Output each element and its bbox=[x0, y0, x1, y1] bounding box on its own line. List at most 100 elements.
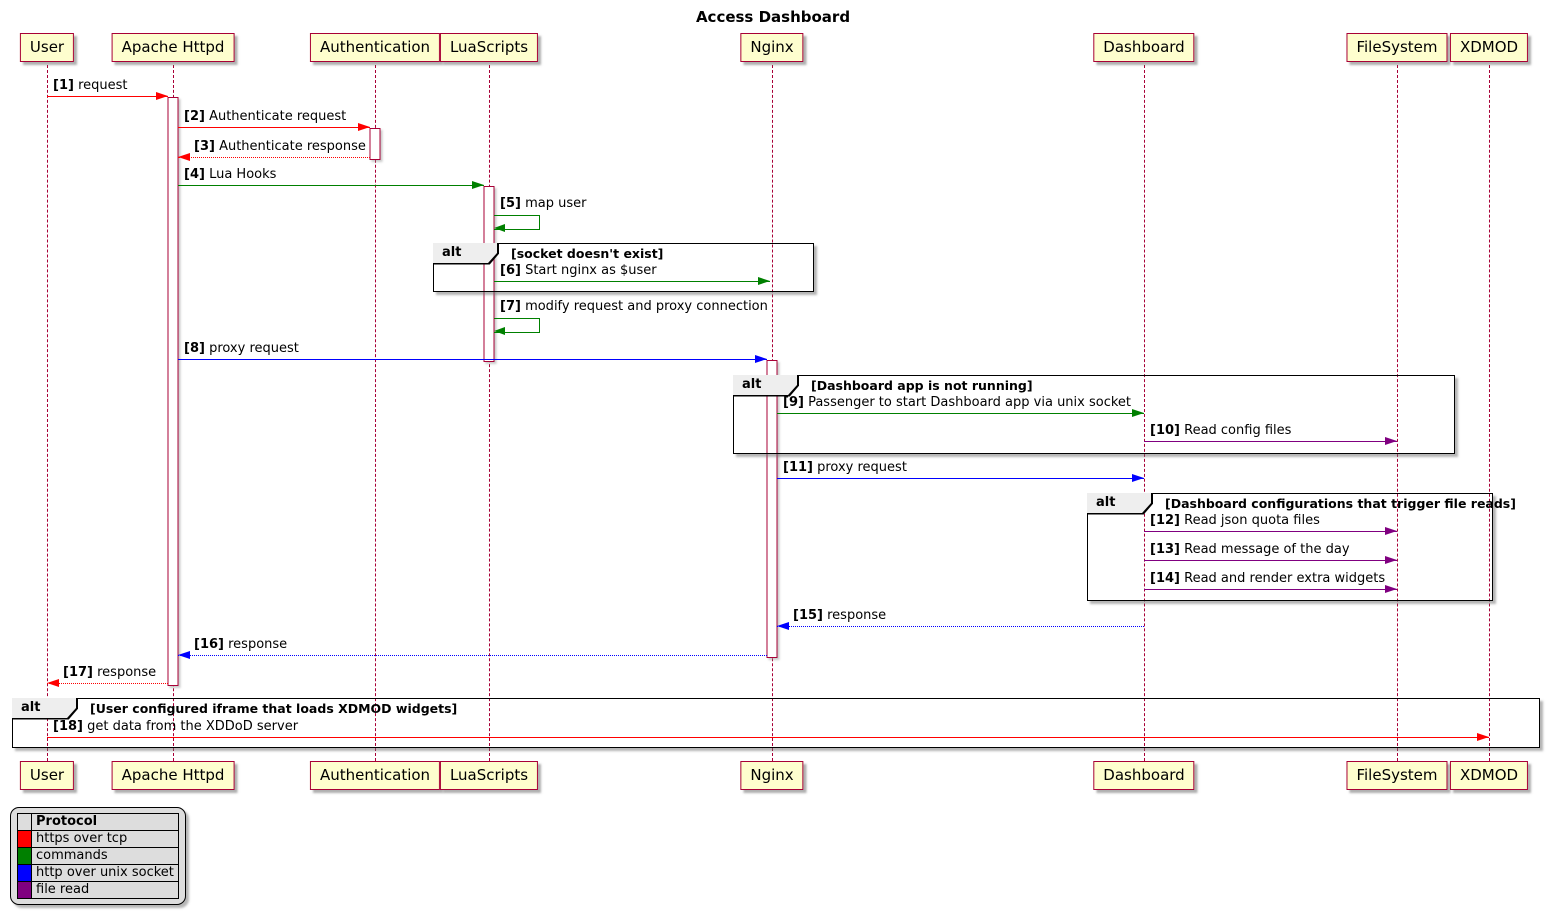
participant-xdmod-bottom: XDMOD bbox=[1449, 761, 1529, 790]
message-6-arrowhead bbox=[758, 277, 770, 285]
message-8-number: [8] bbox=[184, 341, 205, 356]
legend-item-label: http over unix socket bbox=[31, 864, 179, 882]
legend-color-swatch bbox=[17, 830, 32, 848]
participant-user-bottom: User bbox=[19, 761, 75, 790]
message-9-label: [9] Passenger to start Dashboard app via… bbox=[783, 395, 1132, 410]
activation-apache-httpd bbox=[167, 97, 179, 686]
participant-luascripts-top: LuaScripts bbox=[439, 33, 539, 62]
legend-header-row: Protocol bbox=[17, 813, 179, 831]
message-2-label: [2] Authenticate request bbox=[184, 109, 347, 124]
message-17-label: [17] response bbox=[63, 665, 157, 680]
lifeline-user bbox=[47, 65, 48, 761]
message-9-line bbox=[777, 413, 1144, 414]
activation-luascripts bbox=[483, 186, 495, 362]
message-12-arrowhead bbox=[1385, 527, 1397, 535]
message-3-arrowhead bbox=[178, 153, 190, 161]
activation-authentication bbox=[369, 128, 381, 160]
lifeline-authentication bbox=[375, 65, 376, 761]
message-9-arrowhead bbox=[1132, 409, 1144, 417]
message-7-label: [7] modify request and proxy connection bbox=[500, 299, 768, 314]
message-15-arrowhead bbox=[777, 622, 789, 630]
message-13-label: [13] Read message of the day bbox=[1150, 542, 1350, 557]
message-18-label: [18] get data from the XDDoD server bbox=[53, 719, 299, 734]
message-15-number: [15] bbox=[793, 608, 823, 623]
participant-xdmod-top: XDMOD bbox=[1449, 33, 1529, 62]
alt-frame-4-condition: [User configured iframe that loads XDMOD… bbox=[90, 701, 458, 716]
lifeline-luascripts bbox=[489, 65, 490, 761]
message-15-line bbox=[777, 626, 1144, 627]
alt-frame-2-condition: [Dashboard app is not running] bbox=[811, 378, 1033, 393]
message-1-number: [1] bbox=[53, 78, 74, 93]
participant-nginx-bottom: Nginx bbox=[740, 761, 804, 790]
legend-item-label: commands bbox=[31, 847, 179, 865]
message-10-number: [10] bbox=[1150, 423, 1180, 438]
message-16-label: [16] response bbox=[194, 637, 288, 652]
message-17-line bbox=[47, 683, 168, 684]
message-10-arrowhead bbox=[1385, 437, 1397, 445]
message-4-number: [4] bbox=[184, 167, 205, 182]
message-4-line bbox=[178, 185, 484, 186]
participant-nginx-top: Nginx bbox=[740, 33, 804, 62]
message-13-number: [13] bbox=[1150, 542, 1180, 557]
participant-dashboard-top: Dashboard bbox=[1093, 33, 1195, 62]
message-14-number: [14] bbox=[1150, 571, 1180, 586]
message-5-arrowhead bbox=[494, 224, 505, 232]
message-18-number: [18] bbox=[53, 719, 83, 734]
alt-frame-4 bbox=[12, 698, 1540, 748]
message-5-label: [5] map user bbox=[500, 196, 587, 211]
message-6-number: [6] bbox=[500, 263, 521, 278]
alt-frame-2 bbox=[733, 375, 1455, 454]
message-16-number: [16] bbox=[194, 637, 224, 652]
legend-header-swatch bbox=[17, 813, 32, 831]
message-15-label: [15] response bbox=[793, 608, 887, 623]
lifeline-filesystem bbox=[1397, 65, 1398, 761]
activation-nginx bbox=[766, 360, 778, 658]
message-14-label: [14] Read and render extra widgets bbox=[1150, 571, 1386, 586]
alt-frame-1 bbox=[433, 243, 814, 292]
message-2-arrowhead bbox=[358, 123, 370, 131]
legend-color-swatch bbox=[17, 847, 32, 865]
message-2-line bbox=[178, 127, 370, 128]
message-8-line bbox=[178, 359, 767, 360]
message-18-arrowhead bbox=[1477, 733, 1489, 741]
message-3-line bbox=[178, 157, 370, 158]
message-12-label: [12] Read json quota files bbox=[1150, 513, 1320, 528]
diagram-title: Access Dashboard bbox=[695, 8, 851, 26]
message-1-label: [1] request bbox=[53, 78, 128, 93]
legend-row-3: http over unix socket bbox=[17, 864, 179, 882]
message-7-arrowhead bbox=[494, 327, 505, 335]
alt-frame-2-header-label: alt bbox=[733, 375, 797, 395]
message-9-number: [9] bbox=[783, 395, 804, 410]
message-11-label: [11] proxy request bbox=[783, 460, 907, 475]
alt-frame-3-condition: [Dashboard configurations that trigger f… bbox=[1165, 496, 1516, 511]
message-14-line bbox=[1144, 589, 1397, 590]
participant-dashboard-bottom: Dashboard bbox=[1093, 761, 1195, 790]
message-2-number: [2] bbox=[184, 109, 205, 124]
message-5-loop bbox=[494, 215, 540, 230]
message-6-label: [6] Start nginx as $user bbox=[500, 263, 657, 278]
message-17-number: [17] bbox=[63, 665, 93, 680]
message-1-line bbox=[47, 96, 168, 97]
legend-title: Protocol bbox=[31, 813, 179, 831]
alt-frame-1-header-label: alt bbox=[433, 243, 497, 263]
message-17-arrowhead bbox=[47, 679, 59, 687]
message-10-label: [10] Read config files bbox=[1150, 423, 1292, 438]
message-11-arrowhead bbox=[1132, 474, 1144, 482]
legend-row-4: file read bbox=[17, 881, 179, 899]
message-8-arrowhead bbox=[755, 355, 767, 363]
message-5-number: [5] bbox=[500, 196, 521, 211]
message-14-arrowhead bbox=[1385, 585, 1397, 593]
alt-frame-1-condition: [socket doesn't exist] bbox=[511, 246, 664, 261]
alt-frame-3 bbox=[1087, 493, 1493, 601]
message-4-label: [4] Lua Hooks bbox=[184, 167, 277, 182]
participant-filesystem-bottom: FileSystem bbox=[1346, 761, 1448, 790]
legend-row-1: https over tcp bbox=[17, 830, 179, 848]
message-18-line bbox=[47, 737, 1489, 738]
participant-user-top: User bbox=[19, 33, 75, 62]
participant-luascripts-bottom: LuaScripts bbox=[439, 761, 539, 790]
message-10-line bbox=[1144, 441, 1397, 442]
message-13-line bbox=[1144, 560, 1397, 561]
